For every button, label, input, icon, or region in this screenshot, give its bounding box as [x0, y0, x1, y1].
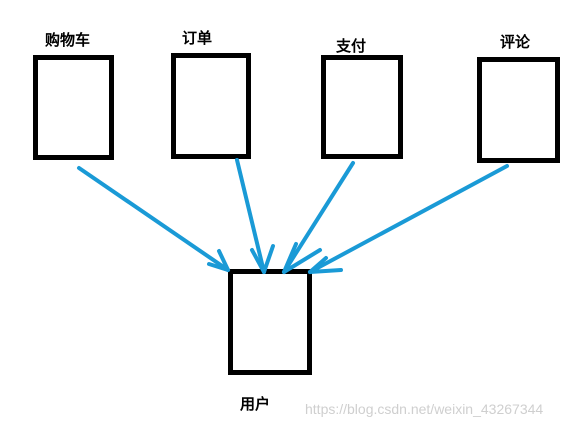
cart-label: 购物车 — [45, 31, 91, 49]
order-label: 订单 — [182, 29, 213, 47]
review-to-user-arrow — [308, 164, 509, 274]
order-to-user-arrow — [235, 158, 275, 274]
payment-to-user-arrow — [282, 161, 355, 274]
cart-box — [33, 55, 114, 160]
cart-to-user-arrow — [77, 166, 230, 272]
user-label: 用户 — [240, 395, 271, 413]
user-box — [228, 269, 312, 375]
order-box — [171, 53, 251, 159]
payment-label: 支付 — [336, 37, 367, 55]
review-box — [477, 57, 560, 163]
review-label: 评论 — [500, 33, 531, 51]
watermark-text: https://blog.csdn.net/weixin_43267344 — [305, 401, 544, 417]
payment-box — [321, 55, 403, 159]
